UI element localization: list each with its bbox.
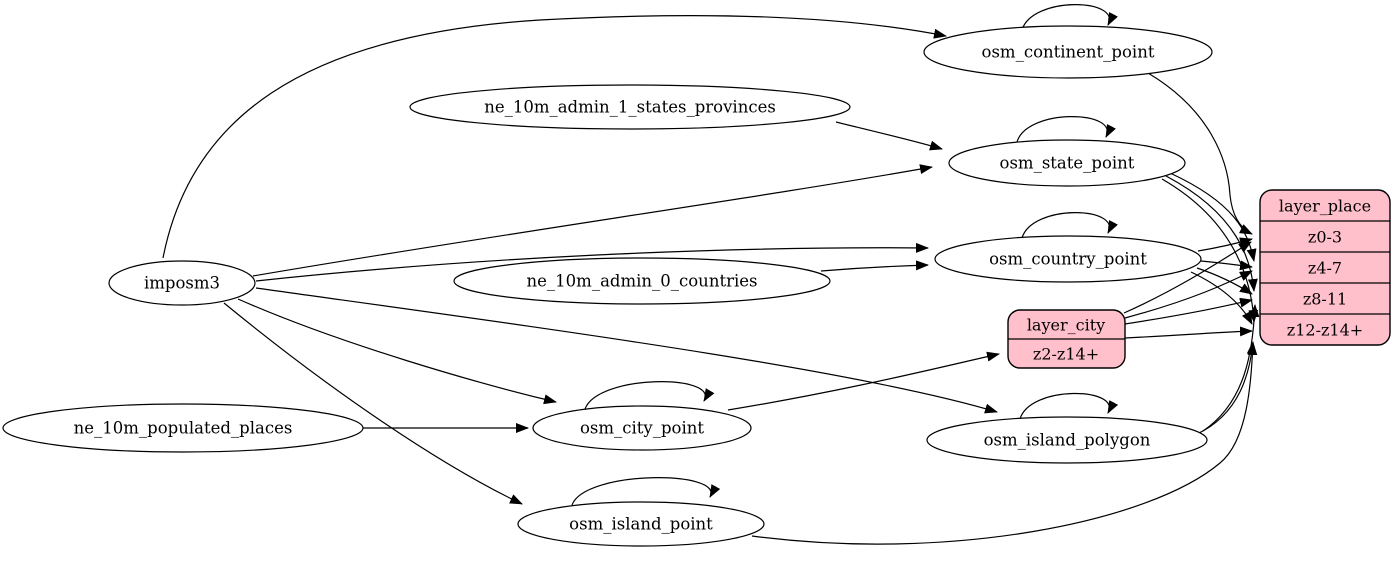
edge-layer_city-to-layer_place-z4-7 xyxy=(1124,270,1253,319)
ne_10m_admin_0_countries-ellipse xyxy=(453,257,831,305)
layer_place-row-z8-11: z8-11 xyxy=(1303,290,1347,309)
edge-imposm3-to-osm_city_point xyxy=(237,298,557,405)
selfloop-osm_island_point xyxy=(571,477,721,506)
layer_city-title: layer_city xyxy=(1027,316,1105,335)
layer_place-row-z4-7: z4-7 xyxy=(1308,259,1342,278)
edge-imposm3-to-osm_island_point xyxy=(223,302,523,505)
selfloop-osm_city_point xyxy=(584,381,715,410)
node-osm_country_point: osm_country_point xyxy=(934,235,1202,283)
edge-ne_10m_admin_0_countries-to-osm_country_point xyxy=(820,260,929,272)
layer_place-row-z12-z14: z12-z14+ xyxy=(1287,321,1363,340)
osm_island_polygon-label: osm_island_polygon xyxy=(984,431,1151,450)
osm_country_point-ellipse xyxy=(934,235,1202,283)
layer_place-box xyxy=(1259,189,1391,346)
imposm3-ellipse xyxy=(108,260,256,306)
layer_city-row-z2-z14: z2-z14+ xyxy=(1033,345,1099,364)
node-ne_10m_populated_places: ne_10m_populated_places xyxy=(2,403,364,453)
osm_island_point-label: osm_island_point xyxy=(569,515,713,534)
ne_10m_admin_1_states_provinces-label: ne_10m_admin_1_states_provinces xyxy=(484,98,776,117)
node-osm_continent_point: osm_continent_point xyxy=(923,25,1213,79)
osm_island_polygon-ellipse xyxy=(926,416,1208,464)
nodes-layer: imposm3 ne_10m_admin_1_states_provinces … xyxy=(2,25,1391,547)
edge-imposm3-to-osm_state_point xyxy=(252,164,933,277)
edge-osm_island_polygon-to-layer_place-z12-z14 xyxy=(1196,341,1257,435)
edge-osm_city_point-to-layer_city-z2-z14 xyxy=(727,351,1000,411)
node-osm_city_point: osm_city_point xyxy=(532,405,752,451)
ne_10m_populated_places-ellipse xyxy=(2,403,364,453)
selfloop-osm_island_polygon xyxy=(1019,392,1119,420)
layer_place-title: layer_place xyxy=(1279,197,1371,216)
edge-osm_continent_point-to-layer_place-z0-3 xyxy=(1147,72,1253,235)
edge-osm_island_point-to-layer_place-z12-z14 xyxy=(751,342,1258,545)
ne_10m_admin_0_countries-label: ne_10m_admin_0_countries xyxy=(527,272,758,291)
osm_city_point-ellipse xyxy=(532,405,752,451)
edge-osm_state_point-to-layer_place-z8-11 xyxy=(1165,175,1258,292)
selfloop-osm_continent_point xyxy=(1021,4,1118,31)
selfloop-osm_country_point xyxy=(1021,212,1118,239)
osm_continent_point-ellipse xyxy=(923,25,1213,79)
edge-osm_country_point-to-layer_place-z12-z14 xyxy=(1190,271,1253,325)
osm_island_point-ellipse xyxy=(517,501,765,547)
node-layer_city: layer_city z2-z14+ xyxy=(1007,309,1126,369)
osm_city_point-label: osm_city_point xyxy=(580,419,704,438)
edge-osm_island_polygon-to-layer_place-z8-11 xyxy=(1202,304,1260,432)
node-layer_place: layer_place z0-3 z4-7 z8-11 z12-z14+ xyxy=(1259,189,1391,346)
node-ne_10m_admin_1_states_provinces: ne_10m_admin_1_states_provinces xyxy=(409,84,851,130)
edge-layer_city-to-layer_place-z12-z14 xyxy=(1124,326,1253,339)
node-osm_island_polygon: osm_island_polygon xyxy=(926,416,1208,464)
node-osm_island_point: osm_island_point xyxy=(517,501,765,547)
osm_country_point-label: osm_country_point xyxy=(989,250,1147,269)
osm_state_point-label: osm_state_point xyxy=(1000,154,1135,173)
edge-layer_city-to-layer_place-z0-3 xyxy=(1123,241,1252,314)
osm_continent_point-label: osm_continent_point xyxy=(982,43,1155,62)
selfloop-osm_state_point xyxy=(1016,116,1116,143)
ne_10m_admin_1_states_provinces-ellipse xyxy=(409,84,851,130)
osm_state_point-ellipse xyxy=(948,139,1186,187)
edge-ne_10m_admin_1_states_provinces-to-osm_state_point xyxy=(835,121,943,151)
edge-osm_country_point-to-layer_place-z0-3 xyxy=(1197,237,1253,252)
node-imposm3: imposm3 xyxy=(108,260,256,306)
edge-osm_country_point-to-layer_place-z4-7 xyxy=(1200,260,1253,271)
edge-layer_city-to-layer_place-z8-11 xyxy=(1124,297,1253,325)
edge-imposm3-to-osm_continent_point xyxy=(162,15,947,259)
imposm3-label: imposm3 xyxy=(144,274,220,293)
edges-layer xyxy=(162,4,1260,545)
edge-imposm3-to-osm_country_point xyxy=(255,242,929,282)
ne_10m_populated_places-label: ne_10m_populated_places xyxy=(74,419,293,438)
layer_place-row-z0-3: z0-3 xyxy=(1308,228,1342,247)
node-ne_10m_admin_0_countries: ne_10m_admin_0_countries xyxy=(453,257,831,305)
node-osm_state_point: osm_state_point xyxy=(948,139,1186,187)
edge-imposm3-to-osm_island_polygon xyxy=(255,287,998,414)
